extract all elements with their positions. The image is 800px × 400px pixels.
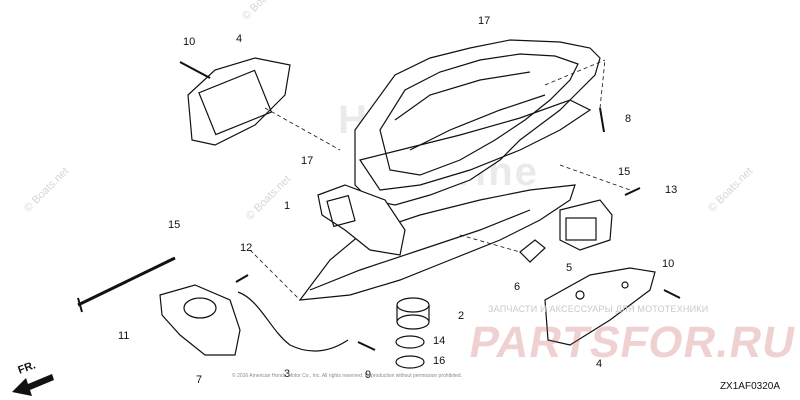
long-bolt	[77, 256, 176, 307]
callout-2: 2	[458, 310, 465, 322]
callout-11: 11	[118, 330, 130, 342]
diagram-code: ZX1AF0320A	[719, 381, 780, 392]
hole	[575, 290, 585, 300]
washer	[395, 335, 425, 349]
callout-14: 14	[433, 335, 446, 347]
bolt	[624, 187, 641, 196]
brand-tagline: ЗАПЧАСТИ И АКСЕССУАРЫ ДЛЯ МОТОТЕХНИКИ	[488, 304, 709, 314]
callout-6: 6	[514, 281, 521, 293]
front-arrow-icon	[12, 374, 54, 396]
intake-tube	[317, 184, 406, 256]
callout-4: 4	[236, 33, 243, 45]
callout-3: 3	[284, 368, 291, 380]
mount-bracket	[559, 199, 613, 251]
callout-17: 17	[301, 155, 314, 167]
cable	[237, 291, 349, 352]
housing-rib	[409, 94, 546, 151]
bushing-top	[396, 297, 430, 313]
leader-lines	[249, 59, 631, 301]
housing-inner	[379, 53, 579, 176]
callout-10: 10	[662, 258, 675, 270]
bolt	[599, 107, 605, 133]
housing-top	[354, 39, 601, 206]
callout-10: 10	[183, 36, 196, 48]
callout-9: 9	[365, 369, 372, 381]
bolt	[663, 289, 681, 299]
callout-17: 17	[478, 15, 491, 27]
clamp-ring	[183, 297, 217, 319]
mount-bracket-face	[565, 217, 597, 241]
lower-fin-edge	[309, 209, 531, 291]
washer	[395, 355, 425, 369]
copyright-line: © 2016 American Honda Motor Co., Inc. Al…	[232, 373, 462, 379]
callout-12: 12	[240, 242, 253, 254]
callout-8: 8	[625, 113, 632, 125]
cover-plate-grid	[198, 69, 273, 136]
bolt	[179, 61, 211, 79]
callout-13: 13	[665, 184, 678, 196]
callout-15: 15	[618, 166, 631, 178]
callout-1: 1	[284, 200, 291, 212]
callout-5: 5	[566, 262, 573, 274]
cover-plate-left	[187, 57, 291, 146]
housing-flange	[359, 99, 592, 191]
callout-7: 7	[196, 374, 203, 386]
clamp-bracket	[159, 284, 241, 356]
hole	[621, 281, 629, 289]
brand-logo: PARTSFOR.RU	[465, 318, 800, 367]
bolt	[357, 341, 376, 351]
sleeve	[519, 239, 546, 263]
housing-rib	[394, 71, 531, 121]
intake-opening	[326, 194, 356, 228]
callout-15: 15	[168, 219, 181, 231]
callout-16: 16	[433, 355, 446, 367]
callout-4: 4	[596, 358, 603, 370]
bolt	[235, 274, 249, 283]
